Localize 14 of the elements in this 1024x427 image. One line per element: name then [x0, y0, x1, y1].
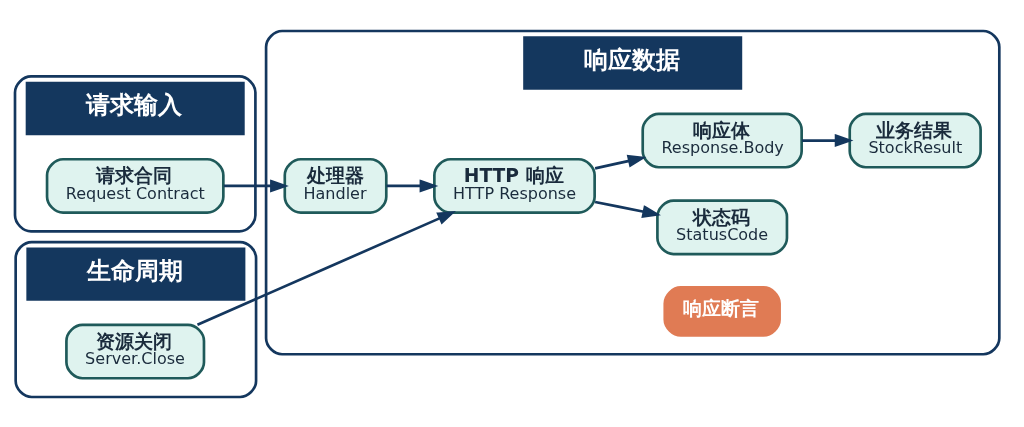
- node-box: 业务结果 StockResult: [847, 112, 982, 169]
- node-box: 处理器 Handler: [282, 157, 388, 214]
- arrow: [196, 210, 456, 326]
- node-box: 请求合同 Request Contract: [45, 157, 225, 214]
- node-box: 响应体 Response.Body: [640, 112, 803, 169]
- arrow: [594, 200, 661, 218]
- node-box: 资源关闭 Server.Close: [64, 323, 205, 380]
- arrow: [594, 154, 646, 170]
- node-box: 状态码 StatusCode: [655, 198, 788, 255]
- arrow: [801, 133, 853, 147]
- arrow: [223, 178, 289, 192]
- arrow: [385, 178, 438, 192]
- node-box: HTTP 响应 HTTP Response: [432, 157, 596, 214]
- node-box: 响应断言: [662, 285, 781, 337]
